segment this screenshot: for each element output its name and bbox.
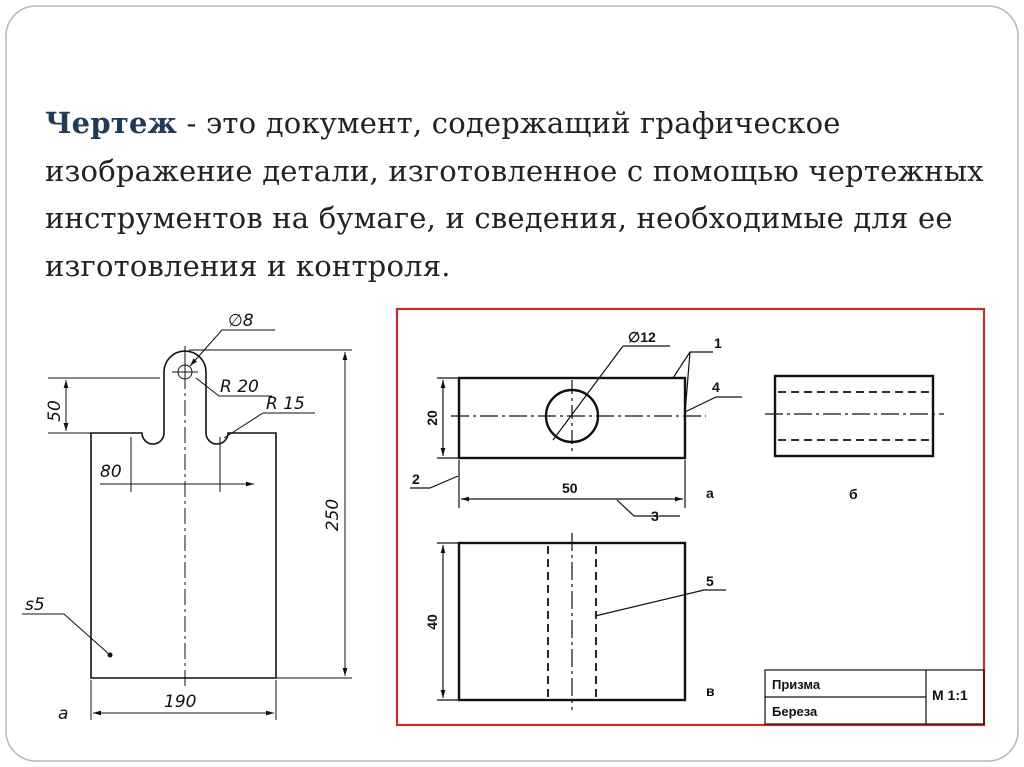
leader-5: [594, 589, 726, 617]
leader-2: [410, 475, 459, 489]
label-50-right: 50: [562, 480, 578, 496]
label-80: 80: [100, 462, 122, 482]
label-r15: R 15: [266, 394, 305, 414]
view-label-b: б: [849, 486, 858, 502]
s5-dot: [107, 652, 113, 658]
caption-a-left: а: [58, 704, 68, 724]
title-scale: М 1:1: [932, 687, 968, 703]
definition-text: - это документ, содержащий графическое и…: [45, 106, 984, 283]
dia12-leader: [552, 345, 624, 441]
s5-leader: [22, 613, 111, 656]
view-label-a: а: [706, 485, 714, 501]
label-r20: R 20: [220, 377, 259, 397]
label-dia12: ∅12: [628, 329, 656, 345]
dia8-leader: [189, 329, 275, 367]
leader-label-3: 3: [651, 508, 659, 524]
sheet-border: [395, 307, 986, 727]
label-50: 50: [45, 400, 65, 422]
left-part-outline: [90, 350, 277, 679]
label-250: 250: [323, 499, 343, 531]
leader-1: [672, 351, 713, 379]
leader-4: [684, 396, 742, 413]
view-a-outline: [457, 376, 687, 460]
leader-3: [616, 499, 680, 517]
r15-leader: [223, 412, 315, 439]
label-40: 40: [424, 614, 440, 630]
r20-leader: [195, 377, 272, 397]
view-b-outline: [773, 374, 935, 458]
definition-paragraph: Чертеж - это документ, содержащий графич…: [45, 100, 1005, 290]
leader-label-4: 4: [712, 379, 720, 395]
leader-label-2: 2: [412, 471, 420, 487]
leader-label-1: 1: [714, 335, 722, 351]
view-label-v: в: [706, 683, 715, 699]
title-material: Береза: [772, 704, 818, 719]
label-20: 20: [424, 410, 440, 426]
label-s5: s5: [25, 595, 45, 615]
title-name: Призма: [772, 677, 821, 692]
label-190: 190: [164, 692, 196, 712]
definition-term: Чертеж: [45, 106, 178, 140]
leader-label-5: 5: [706, 573, 714, 589]
label-dia8: ∅8: [228, 311, 254, 331]
